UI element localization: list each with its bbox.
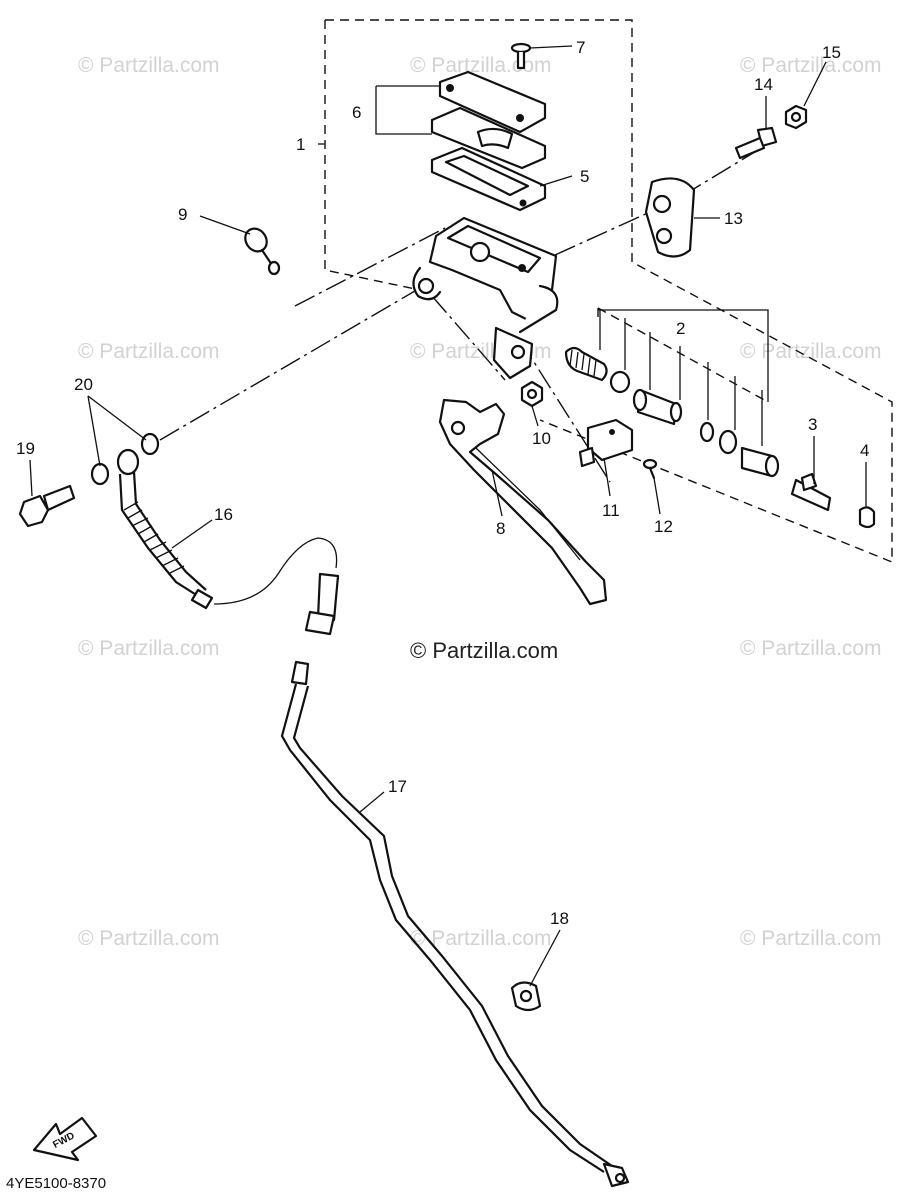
switch-part-11 <box>578 418 634 468</box>
watermark: © Partzilla.com <box>740 637 882 660</box>
screw-part-7 <box>510 42 532 70</box>
callout-8[interactable]: 8 <box>496 519 505 538</box>
watermark: © Partzilla.com <box>410 927 552 950</box>
nut-part-15 <box>784 104 808 130</box>
callout-2[interactable]: 2 <box>676 319 685 338</box>
callout-1[interactable]: 1 <box>296 135 305 154</box>
callout-labels: 7 6 1 5 9 13 14 15 2 3 4 10 11 12 8 20 1… <box>16 38 869 928</box>
watermark: © Partzilla.com <box>740 340 882 363</box>
callout-11[interactable]: 11 <box>602 501 620 520</box>
callout-9[interactable]: 9 <box>178 205 187 224</box>
hose-part-16 <box>116 448 338 610</box>
piston-kit-part-2 <box>564 310 780 478</box>
callout-17[interactable]: 17 <box>388 777 407 796</box>
watermark: © Partzilla.com <box>410 54 552 77</box>
brake-pipe-part-17 <box>280 572 630 1188</box>
nut-part-10 <box>520 380 544 408</box>
master-cylinder-body-part-1 <box>412 216 559 380</box>
watermarks: © Partzilla.com © Partzilla.com © Partzi… <box>78 54 882 950</box>
union-bolt-part-19 <box>18 484 76 528</box>
gasket-part-5 <box>430 146 547 212</box>
callout-13[interactable]: 13 <box>724 209 743 228</box>
cap-part-4 <box>858 506 876 529</box>
callout-19[interactable]: 19 <box>16 439 35 458</box>
callout-7[interactable]: 7 <box>576 38 585 57</box>
callout-16[interactable]: 16 <box>214 505 233 524</box>
callout-3[interactable]: 3 <box>808 415 817 434</box>
diagram-code: 4YE5100-8370 <box>6 1175 106 1192</box>
watermark: © Partzilla.com <box>740 54 882 77</box>
watermark: © Partzilla.com <box>78 637 220 660</box>
reservoir-cap-part-6 <box>430 70 547 170</box>
callout-18[interactable]: 18 <box>550 909 569 928</box>
callout-leaders <box>29 45 867 987</box>
center-watermark: © Partzilla.com <box>410 638 558 663</box>
screw-part-12 <box>642 458 658 480</box>
callout-12[interactable]: 12 <box>654 517 673 536</box>
callout-20[interactable]: 20 <box>74 375 93 394</box>
callout-14[interactable]: 14 <box>754 75 773 94</box>
callout-4[interactable]: 4 <box>860 441 869 460</box>
watermark: © Partzilla.com <box>78 340 220 363</box>
push-rod-part-3 <box>790 472 832 512</box>
watermark: © Partzilla.com <box>740 927 882 950</box>
bolt-part-14 <box>734 126 778 160</box>
watermark: © Partzilla.com <box>78 54 220 77</box>
callout-15[interactable]: 15 <box>822 43 841 62</box>
lever-part-8 <box>438 398 608 606</box>
clamp-part-18 <box>510 981 542 1012</box>
fwd-arrow-icon: FWD <box>32 1116 98 1162</box>
callout-6[interactable]: 6 <box>352 103 361 122</box>
holder-part-13 <box>644 177 696 258</box>
bleed-screw-part-9 <box>244 227 281 276</box>
callout-10[interactable]: 10 <box>532 429 551 448</box>
callout-5[interactable]: 5 <box>580 167 589 186</box>
watermark: © Partzilla.com <box>78 927 220 950</box>
